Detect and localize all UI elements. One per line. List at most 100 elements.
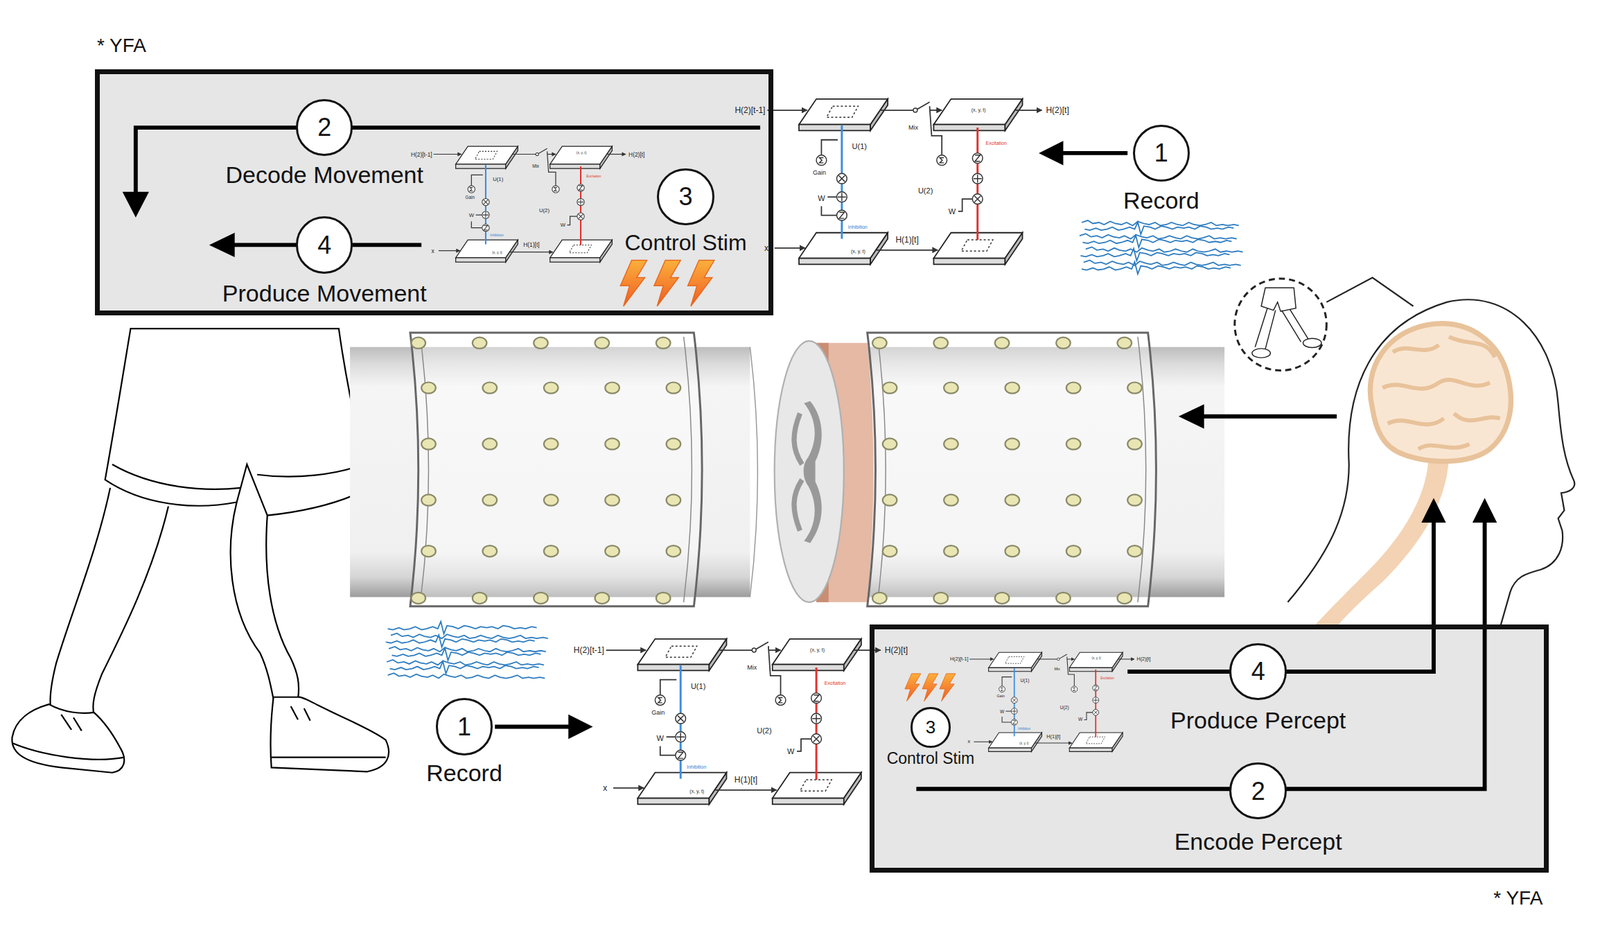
- eeg-traces: [388, 646, 547, 652]
- step-circle: 1Record: [435, 697, 493, 755]
- electrode-array: [421, 494, 681, 506]
- eeg-traces: [388, 621, 538, 635]
- illustration: [11, 69, 1575, 873]
- walking-inset: [1261, 287, 1296, 312]
- eeg-traces: [1080, 248, 1230, 262]
- spinal-cord: [803, 401, 822, 544]
- head-profile: [1387, 418, 1445, 425]
- signal-label: U(2): [539, 207, 550, 214]
- signal-label: x: [431, 247, 435, 253]
- callout-number: 1: [457, 712, 472, 741]
- walking-person: [257, 464, 364, 477]
- electrode-array: [882, 437, 1142, 450]
- signal-label: W: [948, 207, 956, 215]
- electrode-array: [410, 337, 671, 349]
- eeg-traces: [391, 647, 541, 661]
- signal-label: x: [968, 739, 971, 745]
- panel-fill: [869, 624, 1550, 873]
- walking-inset: [1302, 338, 1322, 348]
- walking-person: [105, 328, 370, 515]
- signal-label: (x, y, t): [810, 646, 825, 652]
- arrowhead: [1472, 498, 1497, 523]
- eeg-traces: [385, 634, 535, 648]
- signal-label: H(1)[t]: [523, 241, 540, 248]
- stimulation-bolts: [688, 260, 715, 307]
- callout-number: 1: [1154, 138, 1169, 167]
- callout-number: 4: [317, 230, 332, 260]
- flow-arrow: [1060, 151, 1128, 156]
- callout-number: 3: [679, 182, 693, 211]
- walking-person: [60, 714, 82, 732]
- walking-person: [11, 704, 125, 773]
- eeg-traces: [1081, 220, 1239, 226]
- signal-label: W: [469, 212, 474, 219]
- signal-label: W: [656, 733, 664, 742]
- arrowhead: [122, 191, 149, 218]
- stimulation-bolts: [654, 260, 681, 307]
- head-profile: [1301, 453, 1450, 645]
- overlay-art: [767, 99, 1042, 265]
- step-circle: 2Encode Percept: [1229, 762, 1287, 820]
- signal-label: (x, y, t): [1091, 656, 1101, 661]
- arrowhead: [122, 140, 1498, 739]
- signal-label: x: [602, 783, 608, 793]
- head-profile: [1382, 379, 1490, 389]
- head-profile: [1369, 323, 1511, 462]
- electrode-array: [867, 332, 1157, 607]
- panel-note: * YFA: [97, 34, 147, 57]
- electrode-array: [882, 494, 1142, 506]
- arrowhead: [209, 232, 235, 258]
- signal-label: W: [999, 709, 1005, 715]
- flow-arrow: [1202, 414, 1337, 419]
- signal-label: W: [817, 194, 825, 202]
- signal-label: Mix: [532, 164, 540, 169]
- electrode-array: [872, 592, 1132, 604]
- step-label: Record: [1123, 187, 1200, 215]
- signal-label: Inhibition: [489, 234, 504, 238]
- signal-label: H(2)[t-1]: [573, 645, 605, 655]
- signal-label: H(1)[t]: [895, 235, 919, 244]
- eeg-traces: [1079, 233, 1237, 239]
- spinal-cord: [749, 347, 758, 598]
- step-label: Encode Percept: [1174, 828, 1343, 856]
- stage-panel: * YFA3Control Stim4Produce Percept2Encod…: [869, 624, 1550, 873]
- signal-label: Inhibition: [1017, 726, 1031, 731]
- electrode-array: [421, 437, 681, 450]
- signal-label: Excitation: [986, 140, 1007, 146]
- signal-label: (x, y, t): [1019, 742, 1029, 746]
- stimulation-bolts: [939, 673, 956, 702]
- arrowhead: [1038, 140, 1063, 165]
- flow-arrow: [916, 520, 1485, 789]
- signal-label: H(2)[t-1]: [950, 656, 969, 662]
- overlay-art: [969, 652, 1135, 752]
- walking-inset: [1252, 348, 1271, 358]
- walking-person: [266, 515, 299, 700]
- electrode-array: [421, 381, 681, 393]
- signal-label: Inhibition: [848, 223, 868, 229]
- electrode-array: [872, 337, 1132, 349]
- spinal-cord: [794, 412, 802, 531]
- signal-label: Mix: [1053, 667, 1060, 671]
- overlay-art: [606, 638, 881, 805]
- electrode-array: [882, 381, 1142, 393]
- eeg-traces: [1083, 260, 1242, 266]
- step-label: Control Stim: [625, 230, 747, 256]
- head-profile: [1392, 345, 1439, 353]
- eeg-traces: [1081, 261, 1231, 275]
- walking-person: [112, 464, 242, 490]
- head-profile: [1448, 336, 1495, 357]
- panel-note: * YFA: [1493, 886, 1543, 910]
- signal-label: U(2): [918, 187, 933, 195]
- signal-label: H(1)[t]: [734, 775, 758, 784]
- signal-label: U(1): [690, 681, 706, 690]
- step-circle: 3Control Stim: [656, 168, 714, 226]
- overlay-art: [433, 146, 626, 262]
- step-circle: 4Produce Percept: [1229, 643, 1287, 700]
- step-circle: 3Control Stim: [910, 706, 952, 748]
- callout-number: 3: [925, 717, 936, 738]
- signal-label: U(2): [756, 726, 772, 735]
